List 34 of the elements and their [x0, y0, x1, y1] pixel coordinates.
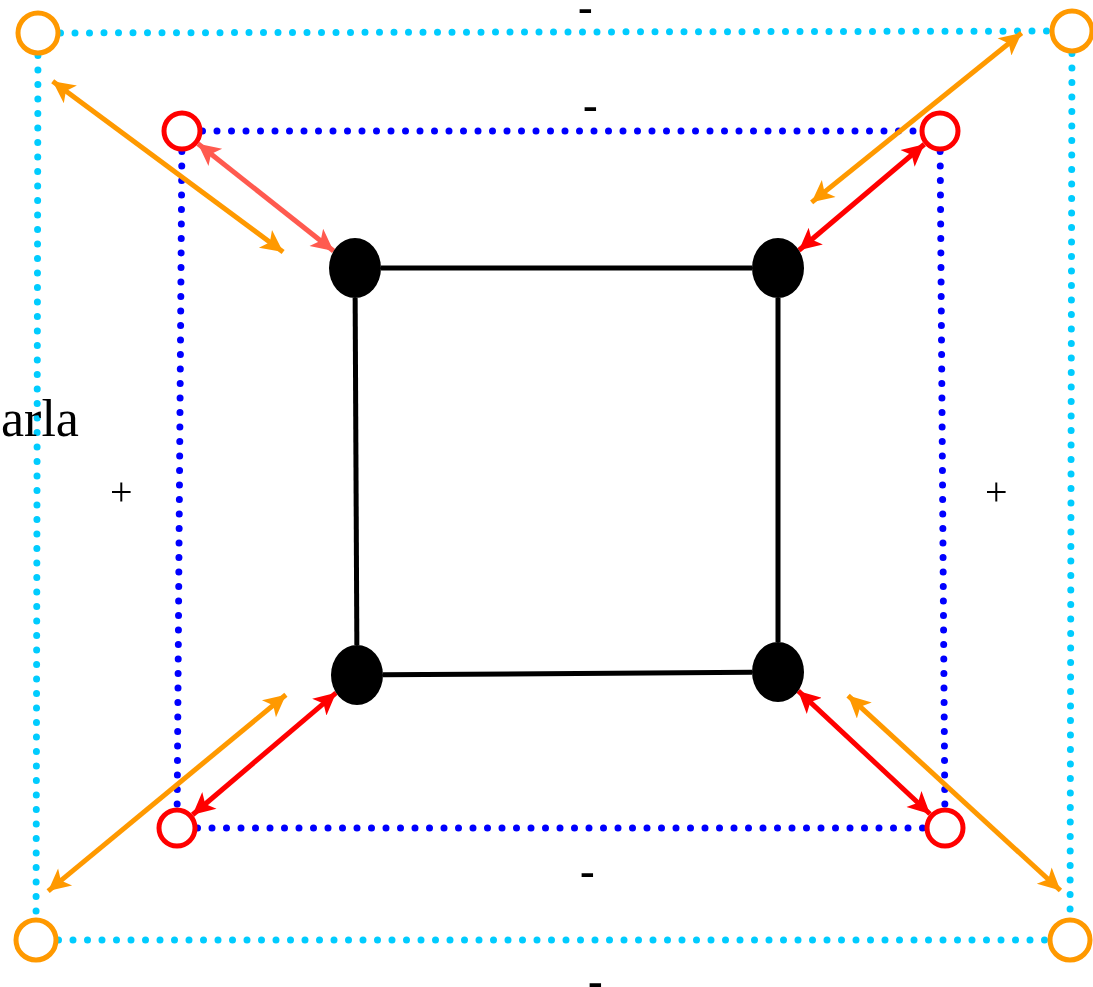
sign-label: + [985, 472, 1008, 512]
dotted-line [55, 936, 1051, 944]
ring-marker [13, 917, 59, 963]
double-arrow [797, 142, 926, 253]
double-arrow [191, 690, 338, 817]
ring-marker [1049, 8, 1093, 54]
dotted-line [57, 27, 1053, 37]
sign-label: - [588, 960, 603, 987]
ring-marker [15, 10, 61, 56]
sign-label: - [578, 0, 593, 30]
ring-marker [156, 807, 198, 849]
ring-marker [919, 110, 961, 152]
sign-label: + [110, 472, 133, 512]
vertex-dot [331, 645, 383, 705]
connector-line [352, 298, 360, 645]
double-arrow [51, 79, 285, 255]
ring-marker [161, 110, 203, 152]
sign-label: - [580, 850, 595, 894]
ring-marker [924, 807, 966, 849]
double-arrow [846, 693, 1063, 893]
double-arrow [810, 31, 1024, 205]
ring-marker [1047, 917, 1093, 963]
double-arrow [196, 141, 336, 253]
dotted-line [194, 824, 928, 832]
sign-label: - [583, 84, 598, 128]
double-arrow [46, 692, 288, 893]
connector-line [383, 669, 752, 678]
connector-line [381, 265, 752, 271]
vertex-dot [329, 238, 381, 298]
vertex-dot [752, 238, 804, 298]
double-arrow [796, 689, 932, 816]
text-label: arla [1, 393, 79, 445]
vertex-dot [752, 642, 804, 702]
connector-line [775, 298, 781, 642]
